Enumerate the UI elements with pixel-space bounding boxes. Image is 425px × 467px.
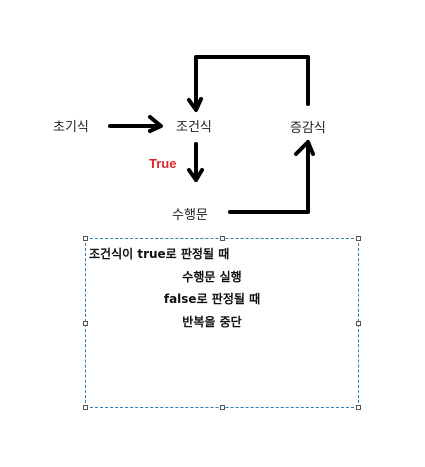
node-init-label: 초기식 [53, 120, 89, 135]
node-increment-label: 증감식 [290, 121, 326, 136]
node-condition-label: 조건식 [176, 120, 212, 135]
resize-handle-top-middle[interactable] [220, 236, 225, 241]
resize-handle-middle-right[interactable] [356, 321, 361, 326]
arrowhead-init-to-condition [148, 115, 163, 133]
arrowhead-body-to-increment [294, 140, 315, 156]
node-body-label: 수행문 [172, 208, 208, 223]
note-line: 반복을 중단 [182, 314, 242, 329]
resize-handle-bottom-left[interactable] [83, 405, 88, 410]
resize-handle-middle-left[interactable] [83, 321, 88, 326]
resize-handle-top-left[interactable] [83, 236, 88, 241]
note-line: 수행문 실행 [182, 269, 242, 284]
note-textbox[interactable]: 조건식이 true로 판정될 때 수행문 실행 false로 판정될 때 반복을… [83, 236, 361, 410]
arrowhead-condition-to-body [187, 168, 204, 182]
note-line: 조건식이 true로 판정될 때 [89, 247, 230, 261]
edge-true-label: True [149, 156, 177, 171]
resize-handle-bottom-right[interactable] [356, 405, 361, 410]
arrow-increment-to-condition [194, 55, 310, 108]
resize-handle-bottom-middle[interactable] [220, 405, 225, 410]
arrowhead-increment-to-condition [187, 97, 203, 112]
note-text: 조건식이 true로 판정될 때 수행문 실행 false로 판정될 때 반복을… [86, 243, 358, 333]
note-line: false로 판정될 때 [163, 292, 261, 306]
resize-handle-top-right[interactable] [356, 236, 361, 241]
arrow-body-to-increment [228, 140, 310, 214]
